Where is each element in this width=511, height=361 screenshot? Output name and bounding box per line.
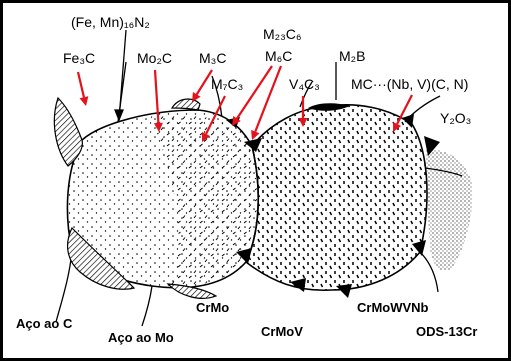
caption-ods-13cr: ODS-13Cr — [416, 324, 477, 339]
label-m6c: M₆C — [265, 48, 292, 64]
caption-aco-ao-mo: Aço ao Mo — [108, 330, 174, 345]
arrow-fe3c-head — [80, 96, 89, 106]
arrow-m3c-shaft — [197, 70, 212, 94]
arrow-m6c-a-shaft — [237, 66, 272, 119]
caption-crmo: CrMo — [196, 300, 229, 315]
grain-right — [246, 105, 427, 290]
arrow-m6c-b-shaft — [255, 66, 281, 132]
label-m3c: M₃C — [199, 50, 226, 66]
label-m7c3: M₇C₃ — [211, 76, 243, 92]
label-mo2c: Mo₂C — [137, 50, 172, 66]
arrow-fe3c-shaft — [78, 72, 84, 97]
label-v4c3: V₄C₃ — [289, 76, 320, 92]
label-mc-nb-v: MC···(Nb, V)(C, N) — [351, 76, 468, 92]
caption-crmowvnb: CrMoWVNb — [357, 300, 429, 315]
label-y2o3: Y₂O₃ — [440, 110, 471, 126]
ods-13cr-dispersion-region — [426, 150, 472, 271]
caption-crmov: CrMoV — [261, 324, 303, 339]
label-m2b: M₂B — [339, 48, 365, 64]
label-m23c6: M₂₃C₆ — [263, 26, 302, 42]
caption-aco-ao-c: Aço ao C — [16, 316, 73, 331]
label-fe3c: Fe₃C — [63, 50, 95, 66]
label-fe-mn-16-n2: (Fe, Mn)₁₆N₂ — [71, 14, 150, 30]
